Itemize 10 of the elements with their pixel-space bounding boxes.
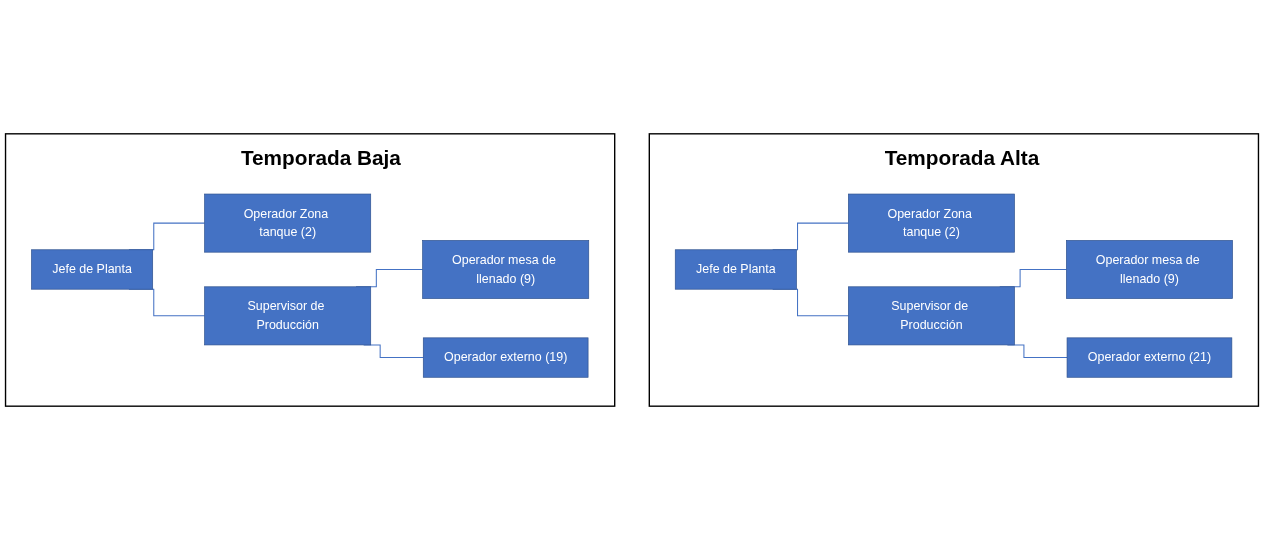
node-box: Jefe de Planta	[31, 249, 154, 290]
node-box: Supervisor de Producción	[848, 286, 1015, 346]
node-box: Operador mesa de llenado (9)	[1066, 240, 1233, 299]
node-box: Operador externo (19)	[422, 337, 589, 378]
node-box: Operador Zona tanque (2)	[204, 193, 372, 253]
node-box: Jefe de Planta	[674, 249, 797, 290]
node-box: Supervisor de Producción	[204, 286, 372, 346]
node-box: Operador mesa de llenado (9)	[422, 240, 590, 299]
node-box: Operador externo (21)	[1066, 337, 1233, 378]
node-box: Operador Zona tanque (2)	[848, 193, 1015, 253]
